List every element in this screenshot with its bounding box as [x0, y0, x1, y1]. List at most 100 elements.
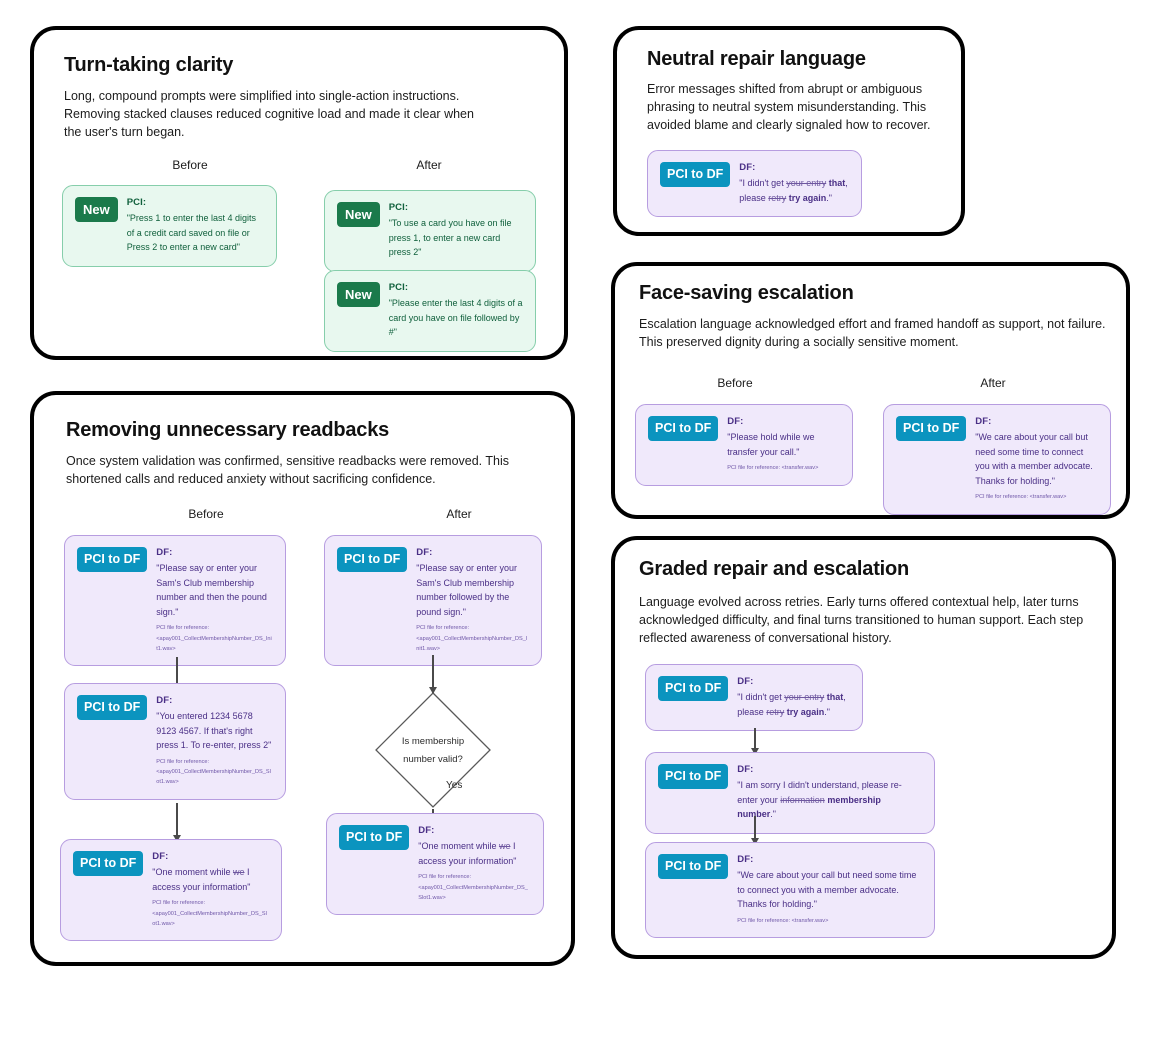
flow-arrow — [432, 655, 434, 693]
message-card[interactable]: New PCI: "Press 1 to enter the last 4 di… — [62, 185, 277, 267]
pci-to-df-badge: PCI to DF — [77, 547, 148, 572]
panel-graded-repair-escalation: Graded repair and escalation Language ev… — [611, 536, 1116, 959]
file-reference-label: PCI file for reference: — [156, 758, 210, 765]
message-speaker: PCI: — [388, 202, 409, 213]
column-label-before: Before — [172, 158, 208, 172]
message-text: "I didn't get your entry that, please re… — [739, 178, 848, 203]
message-card[interactable]: PCI to DF DF: "I didn't get your entry t… — [645, 664, 863, 732]
message-card[interactable]: PCI to DF DF: "You entered 1234 5678 912… — [64, 683, 286, 800]
pci-to-df-badge: PCI to DF — [339, 825, 410, 850]
panel-title: Graded repair and escalation — [639, 558, 910, 580]
message-text: "To use a card you have on file press 1,… — [388, 218, 512, 258]
message-speaker: DF: — [156, 695, 173, 706]
message-body: DF: "You entered 1234 5678 9123 4567. If… — [156, 695, 273, 788]
file-reference-label: PCI file for reference: — [416, 625, 470, 632]
panel-description: Long, compound prompts were simplified i… — [64, 89, 474, 140]
message-card[interactable]: PCI to DF DF: "Please say or enter your … — [324, 535, 542, 667]
file-reference: PCI file for reference: <transfer.wav> — [737, 917, 829, 924]
message-body: PCI: "Please enter the last 4 digits of … — [389, 282, 523, 340]
decision-line-1: Is membership — [401, 735, 465, 747]
message-body: DF: "One moment while we I access your i… — [418, 825, 531, 903]
message-speaker: PCI: — [388, 282, 409, 293]
message-text: "You entered 1234 5678 9123 4567. If tha… — [156, 711, 272, 751]
message-text: "We care about your call but need some t… — [737, 870, 917, 910]
panel-title: Neutral repair language — [647, 48, 866, 70]
message-speaker: DF: — [739, 162, 756, 173]
message-card[interactable]: PCI to DF DF: "I am sorry I didn't under… — [645, 752, 935, 834]
message-card[interactable]: PCI to DF DF: "One moment while we I acc… — [326, 813, 544, 916]
edge-label-yes: Yes — [446, 780, 463, 791]
file-reference-label: PCI file for reference: — [418, 874, 472, 881]
message-body: PCI: "Press 1 to enter the last 4 digits… — [127, 197, 264, 255]
file-reference: PCI file for reference: <transfer.wav> — [975, 494, 1067, 501]
message-body: DF: "We care about your call but need so… — [975, 416, 1098, 503]
message-speaker: DF: — [416, 547, 433, 558]
file-reference-value: <apay001_CollectMembershipNumber_DS_Slot… — [156, 769, 271, 786]
panel-removing-readbacks: Removing unnecessary readbacks Once syst… — [30, 391, 575, 966]
message-speaker: DF: — [727, 416, 744, 427]
panel-face-saving-escalation: Face-saving escalation Escalation langua… — [611, 262, 1130, 519]
message-text: "Please say or enter your Sam's Club mem… — [416, 563, 517, 617]
message-body: DF: "We care about your call but need so… — [737, 854, 922, 926]
message-body: PCI: "To use a card you have on file pre… — [389, 202, 523, 260]
pci-to-df-badge: PCI to DF — [648, 416, 719, 441]
message-card[interactable]: PCI to DF DF: "We care about your call b… — [645, 842, 935, 939]
panel-turn-taking-clarity: Turn-taking clarity Long, compound promp… — [30, 26, 568, 360]
file-reference: PCI file for reference: <transfer.wav> — [727, 465, 819, 472]
message-speaker: DF: — [737, 854, 754, 865]
message-text: "Please hold while we transfer your call… — [727, 432, 815, 457]
message-speaker: DF: — [418, 825, 435, 836]
new-badge: New — [337, 282, 380, 307]
message-text: "One moment while we I access your infor… — [418, 841, 517, 866]
file-reference-value: <apay001_CollectMembershipNumber_DS_Init… — [416, 635, 528, 652]
file-reference-value: <apay001_CollectMembershipNumber_DS_Slot… — [418, 884, 528, 901]
message-card[interactable]: PCI to DF DF: "We care about your call b… — [883, 404, 1111, 515]
pci-to-df-badge: PCI to DF — [658, 854, 729, 879]
pci-to-df-badge: PCI to DF — [77, 695, 148, 720]
panel-neutral-repair-language: Neutral repair language Error messages s… — [613, 26, 965, 236]
column-label-before: Before — [717, 376, 753, 390]
pci-to-df-badge: PCI to DF — [658, 676, 729, 701]
decision-line-2: number valid? — [403, 753, 463, 765]
panel-description: Error messages shifted from abrupt or am… — [647, 82, 931, 133]
message-text: "Please say or enter your Sam's Club mem… — [156, 563, 267, 617]
file-reference-value: <apay001_CollectMembershipNumber_DS_Init… — [156, 635, 272, 652]
message-card[interactable]: PCI to DF DF: "One moment while we I acc… — [60, 839, 282, 942]
flow-arrow — [754, 728, 756, 754]
file-reference-label: PCI file for reference: — [152, 900, 206, 907]
pci-to-df-badge: PCI to DF — [73, 851, 144, 876]
message-card[interactable]: New PCI: "To use a card you have on file… — [324, 190, 536, 272]
column-label-before: Before — [188, 507, 224, 521]
message-card[interactable]: PCI to DF DF: "Please hold while we tran… — [635, 404, 853, 486]
message-body: DF: "I didn't get your entry that, pleas… — [739, 162, 849, 205]
decision-diamond: Is membership number valid? — [374, 691, 492, 809]
flow-arrow — [176, 803, 178, 841]
message-card[interactable]: PCI to DF DF: "I didn't get your entry t… — [647, 150, 862, 218]
message-speaker: DF: — [737, 676, 754, 687]
message-body: DF: "Please hold while we transfer your … — [727, 416, 840, 474]
new-badge: New — [75, 197, 118, 222]
panel-title: Face-saving escalation — [639, 282, 854, 304]
flow-arrow — [176, 657, 178, 693]
message-card[interactable]: New PCI: "Please enter the last 4 digits… — [324, 270, 536, 352]
column-label-after: After — [980, 376, 1006, 390]
message-text: "Press 1 to enter the last 4 digits of a… — [126, 213, 256, 253]
message-body: DF: "I didn't get your entry that, pleas… — [737, 676, 850, 719]
pci-to-df-badge: PCI to DF — [658, 764, 729, 789]
message-speaker: DF: — [975, 416, 992, 427]
message-body: DF: "Please say or enter your Sam's Club… — [416, 547, 529, 654]
column-label-after: After — [416, 158, 442, 172]
message-speaker: DF: — [152, 851, 169, 862]
message-body: DF: "I am sorry I didn't understand, ple… — [737, 764, 922, 822]
panel-description: Language evolved across retries. Early t… — [639, 595, 1084, 646]
message-card[interactable]: PCI to DF DF: "Please say or enter your … — [64, 535, 286, 667]
pci-to-df-badge: PCI to DF — [896, 416, 967, 441]
message-body: DF: "Please say or enter your Sam's Club… — [156, 547, 273, 654]
file-reference-label: PCI file for reference: — [156, 625, 210, 632]
message-text: "I didn't get your entry that, please re… — [737, 692, 846, 717]
message-text: "We care about your call but need some t… — [975, 432, 1093, 486]
message-text: "I am sorry I didn't understand, please … — [737, 780, 902, 820]
pci-to-df-badge: PCI to DF — [660, 162, 731, 187]
message-text: "Please enter the last 4 digits of a car… — [388, 298, 523, 338]
